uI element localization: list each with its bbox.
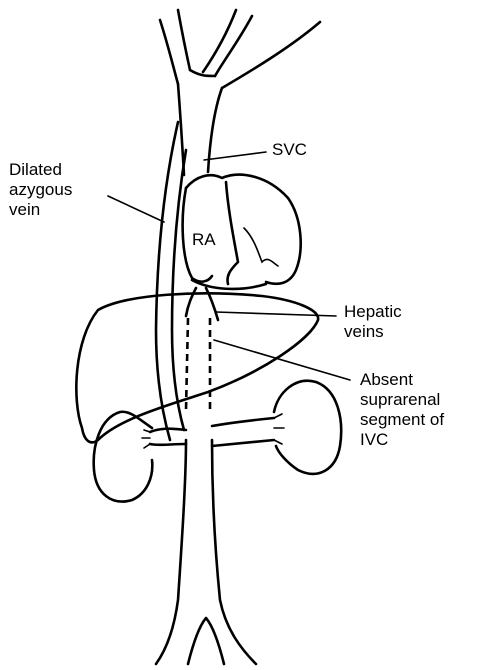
ivc-label-line4: IVC (360, 430, 444, 450)
svc-label: SVC (272, 140, 307, 160)
ivc-right-wall (212, 440, 256, 664)
absent-ivc-left (186, 318, 188, 410)
right-renal-vein-bottom (212, 440, 274, 446)
ivc-left-wall (156, 440, 186, 664)
hepatic-label: Hepatic veins (344, 302, 402, 342)
left-neck-vein-inner (178, 10, 190, 70)
hepatic-leader (216, 312, 336, 316)
azygous-outer-wall (156, 122, 178, 440)
left-neck-vein (160, 20, 178, 84)
ivc-label: Absent suprarenal segment of IVC (360, 370, 444, 450)
azygous-leader (108, 196, 164, 222)
right-renal-hilum (274, 414, 284, 444)
ventricle-detail (244, 228, 278, 266)
hepatic-label-line1: Hepatic (344, 302, 402, 322)
right-renal-vein-top (212, 418, 274, 426)
iliac-bifurcation (188, 618, 224, 664)
ivc-label-line3: segment of (360, 410, 444, 430)
heart-septum (226, 182, 238, 284)
left-renal-hilum (142, 430, 150, 448)
azygous-label-line1: Dilated (9, 160, 72, 180)
left-renal-vein-bottom (150, 444, 186, 445)
ivc-label-line2: suprarenal (360, 390, 444, 410)
azygous-label-line3: vein (9, 200, 72, 220)
ivc-label-line1: Absent (360, 370, 444, 390)
right-neck-vein-inner (203, 10, 236, 72)
hepatic-label-line2: veins (344, 322, 402, 342)
azygous-label-line2: azygous (9, 180, 72, 200)
far-right-neck-vein (222, 22, 320, 88)
ivc-leader (214, 340, 350, 380)
svc-leader (204, 152, 266, 160)
azygous-label: Dilated azygous vein (9, 160, 72, 220)
liver-outline (76, 293, 318, 442)
ra-label: RA (192, 230, 216, 250)
azygous-inner-wall (172, 150, 186, 430)
left-kidney (94, 412, 153, 502)
hepatic-vein-left (186, 288, 196, 316)
